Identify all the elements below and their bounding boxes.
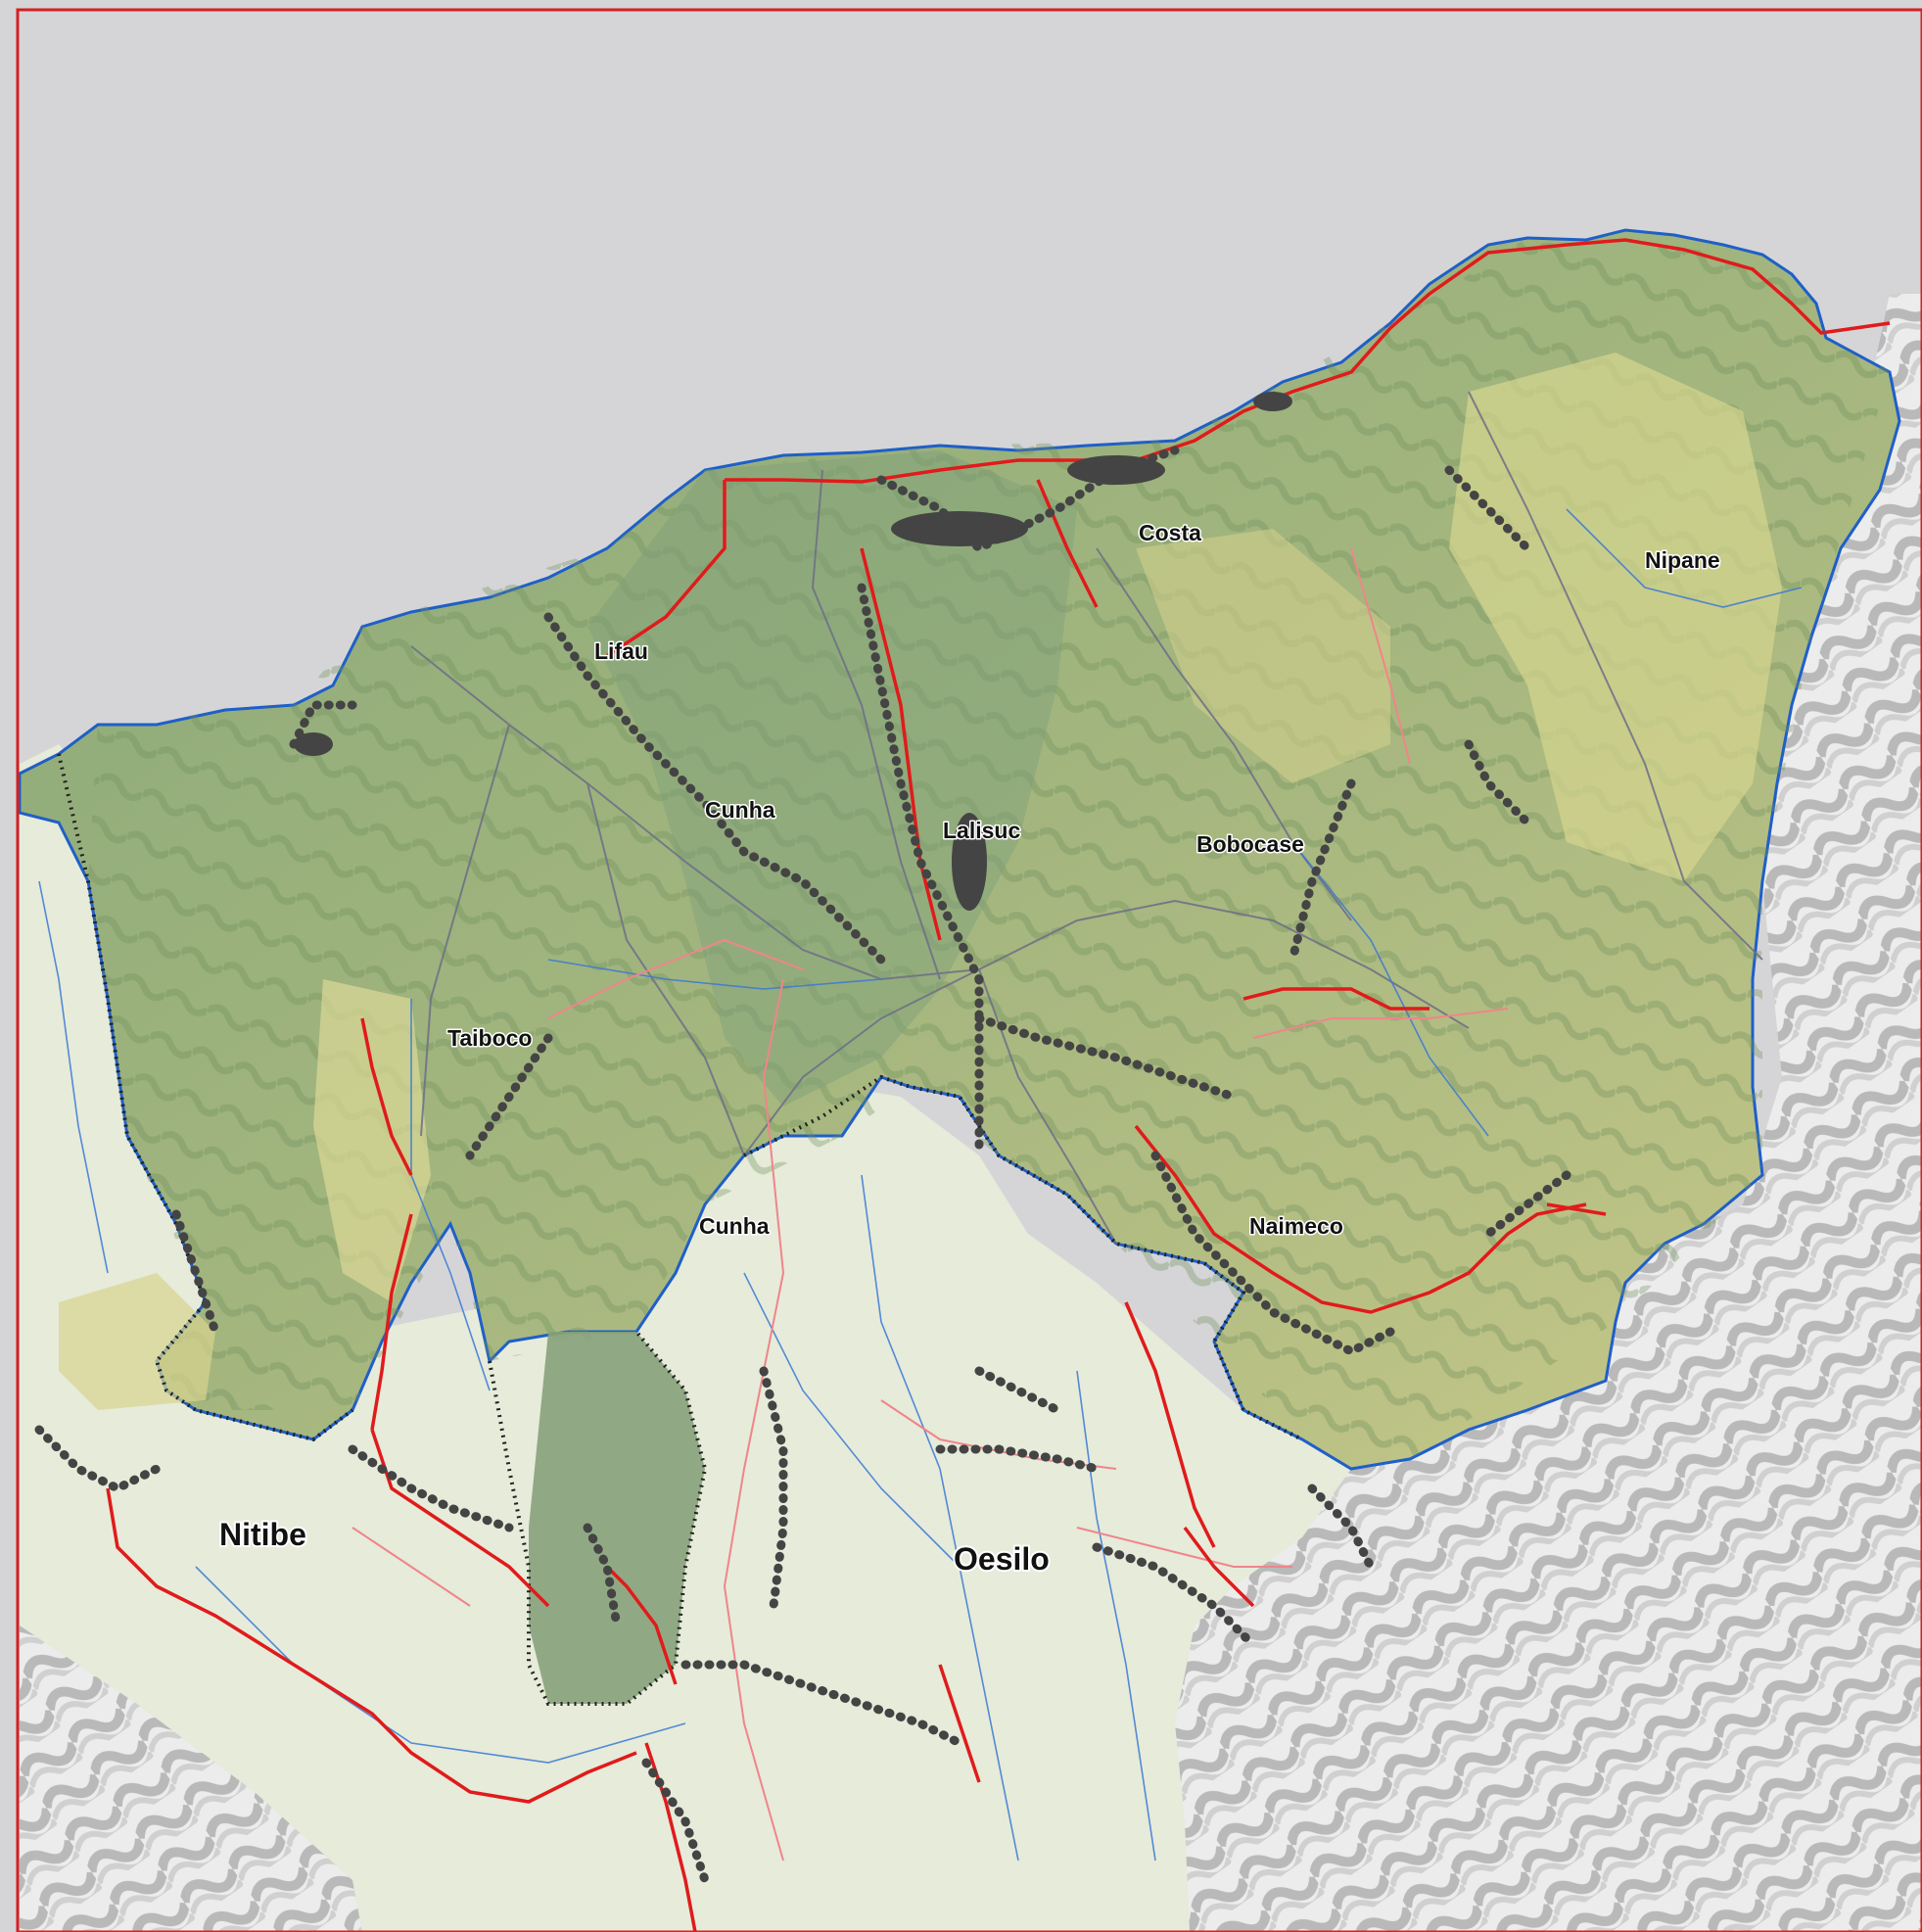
highland-patch-southwest [59, 1273, 215, 1410]
label-costa: Costa [1139, 520, 1201, 545]
label-nitibe: Nitibe [219, 1517, 306, 1552]
admin-boundaries [410, 391, 1763, 1245]
main-roads [106, 238, 1891, 1932]
lowland-central [587, 450, 1077, 1107]
hatched-boundaries [57, 753, 1303, 1706]
map-frame [16, 8, 1922, 1932]
lowland-south-lobe [529, 1332, 705, 1704]
highland-patch-west [313, 979, 431, 1302]
highland-patch-east [1449, 353, 1782, 881]
label-oesilo: Oesilo [954, 1541, 1050, 1577]
label-nipane: Nipane [1645, 547, 1720, 573]
label-naimeco: Naimeco [1249, 1213, 1343, 1239]
highland-patch-center [1136, 529, 1390, 783]
label-lalisuc: Lalisuc [943, 818, 1020, 843]
coast-town-cluster [294, 392, 1292, 911]
label-cunha-south: Cunha [699, 1213, 770, 1239]
label-lifau: Lifau [594, 638, 648, 664]
relief-terrain-southwest [20, 1626, 362, 1932]
rivers [38, 508, 1803, 1861]
outside-land [20, 744, 1351, 1932]
district-relief-overlay [88, 238, 1890, 1459]
label-cunha-north: Cunha [705, 797, 775, 823]
label-bobocase: Bobocase [1196, 831, 1304, 857]
label-taiboco: Taiboco [447, 1025, 532, 1051]
